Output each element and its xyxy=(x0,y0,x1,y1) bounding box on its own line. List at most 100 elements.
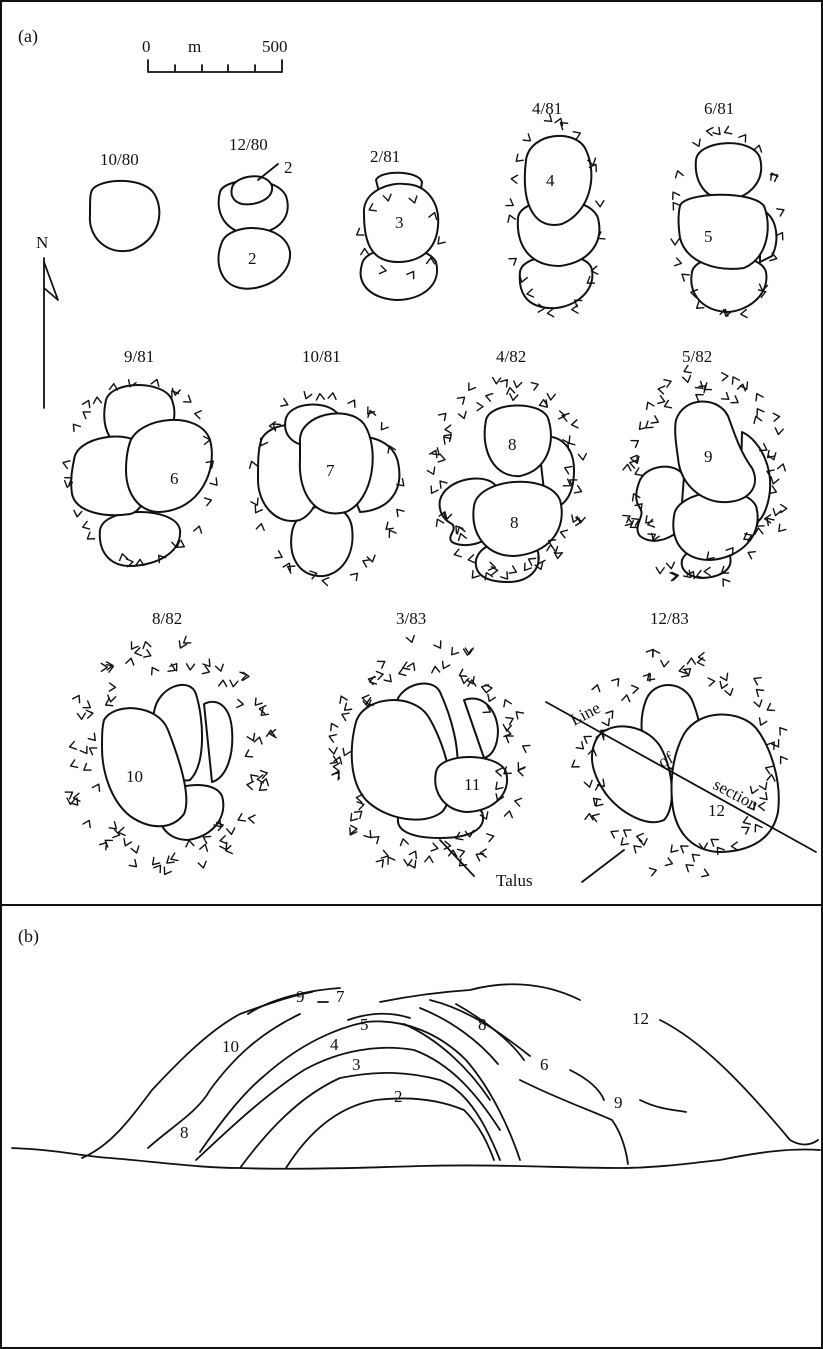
talus-tick xyxy=(649,866,657,875)
scale-unit: m xyxy=(188,37,201,56)
talus-tick xyxy=(109,383,117,390)
talus-tick xyxy=(674,170,683,178)
lobe-label: 5 xyxy=(704,227,713,246)
talus-tick xyxy=(103,837,113,847)
talus-tick xyxy=(409,849,419,858)
talus-tick xyxy=(437,478,447,488)
talus-tick xyxy=(85,532,95,542)
talus-tick xyxy=(227,828,236,835)
talus-tick xyxy=(509,394,518,401)
talus-tick xyxy=(723,126,732,136)
stage-4-81: 4/81 4 xyxy=(518,99,600,308)
stage-6-81: 6/81 5 xyxy=(679,99,777,312)
talus-tick xyxy=(316,393,325,400)
stage-date: 6/81 xyxy=(704,99,734,118)
talus-tick xyxy=(502,698,512,707)
stage-date: 9/81 xyxy=(124,347,154,366)
talus-tick xyxy=(687,658,695,664)
talus-tick xyxy=(466,383,476,392)
talus-tick xyxy=(73,510,82,517)
talus-tick xyxy=(457,394,467,404)
talus-tick xyxy=(740,310,747,319)
talus-tick xyxy=(144,650,153,660)
talus-tick xyxy=(77,713,85,719)
talus-tick xyxy=(514,797,522,806)
talus-tick xyxy=(458,412,467,420)
talus-tick xyxy=(438,454,446,463)
panel-a-label: (a) xyxy=(18,26,38,47)
talus-tick xyxy=(555,117,565,125)
talus-tick xyxy=(248,460,257,468)
contact-line xyxy=(148,1014,300,1148)
talus-tick xyxy=(198,861,207,869)
talus-tick xyxy=(612,676,622,686)
talus-tick xyxy=(713,127,723,137)
talus-tick xyxy=(523,134,533,144)
talus-tick xyxy=(440,661,450,670)
talus-tick xyxy=(62,459,70,469)
talus-tick xyxy=(322,577,329,586)
talus-tick xyxy=(151,378,161,386)
talus-tick xyxy=(80,746,90,755)
talus-tick xyxy=(683,376,692,384)
talus-tick xyxy=(220,842,230,851)
talus-tick xyxy=(609,828,618,838)
talus-tick xyxy=(684,862,694,872)
talus-tick xyxy=(725,689,734,697)
layer-label: 6 xyxy=(540,1055,549,1074)
talus-tick xyxy=(720,577,730,587)
talus-tick xyxy=(434,641,444,650)
talus-tick xyxy=(547,545,555,551)
talus-tick xyxy=(718,681,728,689)
talus-tick xyxy=(675,258,683,267)
talus-tick xyxy=(602,719,612,728)
talus-tick xyxy=(656,567,664,573)
talus-tick xyxy=(404,860,412,866)
talus-tick xyxy=(252,698,262,708)
talus-tick xyxy=(592,684,601,692)
talus-tick xyxy=(506,387,515,394)
stage-12-83: 12/83 Line of section 12 xyxy=(546,609,816,852)
talus-tick xyxy=(694,391,703,401)
talus-tick xyxy=(671,239,679,245)
talus-tick xyxy=(394,507,404,517)
talus-tick xyxy=(425,856,433,863)
talus-tick xyxy=(126,657,135,665)
talus-tick xyxy=(778,463,787,471)
talus-tick xyxy=(513,709,523,719)
talus-tick xyxy=(109,822,119,832)
talus-tick xyxy=(570,760,580,770)
talus-tick xyxy=(434,517,444,526)
talus-tick xyxy=(746,549,755,559)
talus-tick xyxy=(513,154,523,164)
talus-tick xyxy=(570,515,580,524)
talus-tick xyxy=(87,745,96,755)
talus-tick xyxy=(215,664,224,672)
talus-tick xyxy=(210,478,220,488)
talus-tick xyxy=(83,819,93,828)
talus-tick xyxy=(621,827,630,837)
stage-date: 2/81 xyxy=(370,147,400,166)
talus-tick xyxy=(702,869,710,879)
talus-tick xyxy=(623,464,632,471)
talus-tick xyxy=(399,838,408,846)
talus-tick xyxy=(477,403,483,411)
talus-tick xyxy=(364,831,374,841)
talus-tick xyxy=(706,127,713,136)
stage-date: 8/82 xyxy=(152,609,182,628)
talus-tick xyxy=(219,680,227,687)
talus-tick xyxy=(633,468,642,478)
talus-tick xyxy=(129,860,139,870)
talus-tick xyxy=(248,772,258,782)
talus-tick xyxy=(81,521,89,530)
lobe-label: 3 xyxy=(395,213,404,232)
talus-tick xyxy=(100,840,110,850)
talus-tick xyxy=(69,741,77,750)
talus-tick xyxy=(678,843,688,853)
talus-tick xyxy=(646,647,656,657)
talus-tick xyxy=(384,675,394,685)
scale-bar: 0 m 500 xyxy=(142,37,288,72)
talus-tick xyxy=(698,653,705,662)
talus-tick xyxy=(378,423,388,433)
stage-date: 4/81 xyxy=(532,99,562,118)
